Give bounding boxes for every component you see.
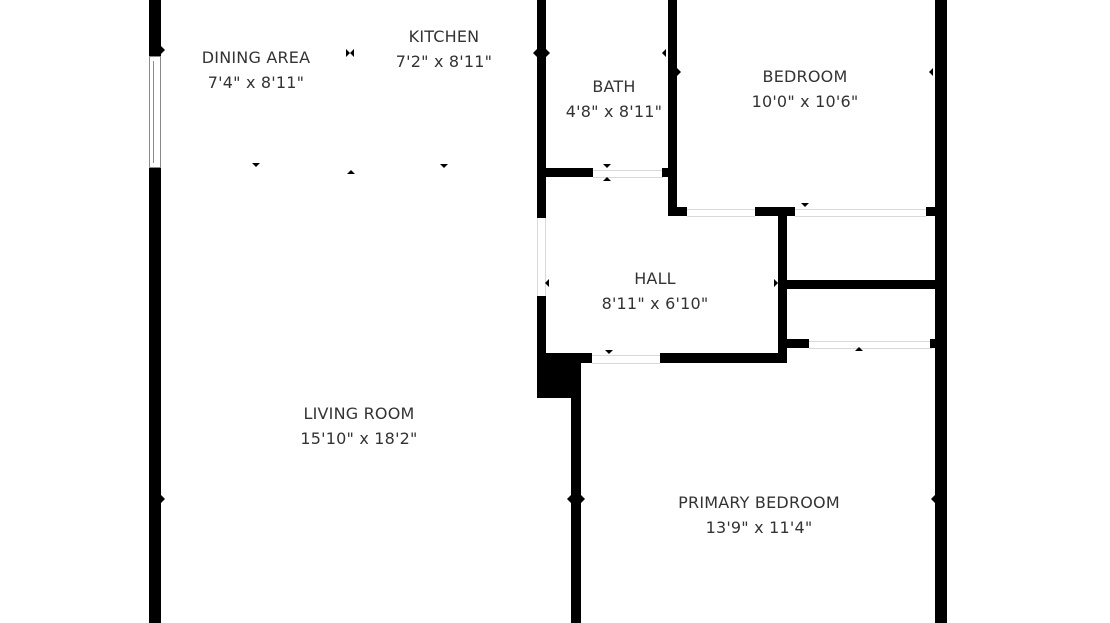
dimension-marker-icon	[603, 164, 611, 168]
room-label-bedroom: BEDROOM 10'0" x 10'6"	[752, 64, 859, 114]
wall-bedroom-bottom-right	[926, 207, 936, 216]
wall-living-primary	[571, 355, 581, 623]
wall-hall-west	[537, 296, 546, 358]
dimension-marker-icon	[161, 495, 165, 503]
door-bath	[593, 170, 663, 178]
dimension-marker-icon	[546, 49, 550, 57]
room-label-living-room: LIVING ROOM 15'10" x 18'2"	[300, 401, 417, 451]
wall-hall-bottom-left	[537, 353, 592, 363]
dimension-marker-icon	[346, 49, 350, 57]
room-dimensions: 8'11" x 6'10"	[601, 294, 709, 313]
room-name: DINING AREA	[201, 48, 311, 67]
dimension-marker-icon	[567, 495, 571, 503]
room-name: PRIMARY BEDROOM	[678, 493, 840, 512]
dimension-marker-icon	[929, 68, 933, 76]
wall-closet-bottom-left	[778, 339, 809, 348]
dimension-marker-icon	[603, 177, 611, 181]
dimension-marker-icon	[662, 49, 666, 57]
dimension-marker-icon	[581, 495, 585, 503]
room-name: BATH	[592, 77, 636, 96]
wall-closet-divider	[778, 280, 936, 289]
wall-right-exterior	[935, 0, 947, 623]
wall-bedroom-bottom-left	[668, 207, 687, 216]
room-label-primary-bedroom: PRIMARY BEDROOM 13'9" x 11'4"	[678, 490, 840, 540]
closet-door-primary	[809, 341, 932, 349]
dimension-marker-icon	[677, 68, 681, 76]
room-name: HALL	[634, 269, 676, 288]
room-dimensions: 15'10" x 18'2"	[300, 429, 418, 448]
opening-hall-west	[537, 218, 546, 296]
wall-hall-bottom-right	[660, 353, 787, 363]
room-dimensions: 10'0" x 10'6"	[751, 92, 859, 111]
wall-kitchen-bath	[537, 0, 546, 218]
room-label-dining-area: DINING AREA 7'4" x 8'11"	[202, 45, 311, 95]
closet-door-bedroom	[795, 209, 926, 217]
room-dimensions: 7'2" x 8'11"	[395, 52, 493, 71]
room-label-hall: HALL 8'11" x 6'10"	[602, 266, 709, 316]
window-dining	[149, 56, 161, 168]
door-primary-bedroom	[592, 355, 660, 364]
dimension-marker-icon	[440, 164, 448, 168]
door-bedroom	[687, 209, 755, 217]
wall-left-exterior-bottom	[149, 168, 161, 623]
room-dimensions: 13'9" x 11'4"	[705, 518, 813, 537]
room-label-bath: BATH 4'8" x 8'11"	[566, 74, 662, 124]
dimension-marker-icon	[931, 495, 935, 503]
dimension-marker-icon	[855, 347, 863, 351]
wall-bedroom-bottom-mid	[755, 207, 795, 216]
room-name: LIVING ROOM	[303, 404, 415, 423]
room-dimensions: 4'8" x 8'11"	[565, 102, 663, 121]
wall-closet-bottom-right	[930, 339, 936, 348]
room-name: KITCHEN	[408, 27, 480, 46]
dimension-marker-icon	[347, 170, 355, 174]
wall-bath-bottom-right	[662, 168, 671, 177]
room-name: BEDROOM	[762, 67, 848, 86]
dimension-marker-icon	[252, 163, 260, 167]
room-dimensions: 7'4" x 8'11"	[207, 73, 305, 92]
dimension-marker-icon	[161, 46, 165, 54]
wall-bath-bottom-left	[545, 168, 593, 177]
wall-left-exterior-top	[149, 0, 161, 56]
dimension-marker-icon	[533, 49, 537, 57]
dimension-marker-icon	[350, 49, 354, 57]
dimension-marker-icon	[774, 279, 778, 287]
dimension-marker-icon	[545, 279, 549, 287]
wall-bath-bedroom	[668, 0, 677, 216]
dimension-marker-icon	[801, 203, 809, 207]
dimension-marker-icon	[605, 350, 613, 354]
room-label-kitchen: KITCHEN 7'2" x 8'11"	[396, 24, 492, 74]
